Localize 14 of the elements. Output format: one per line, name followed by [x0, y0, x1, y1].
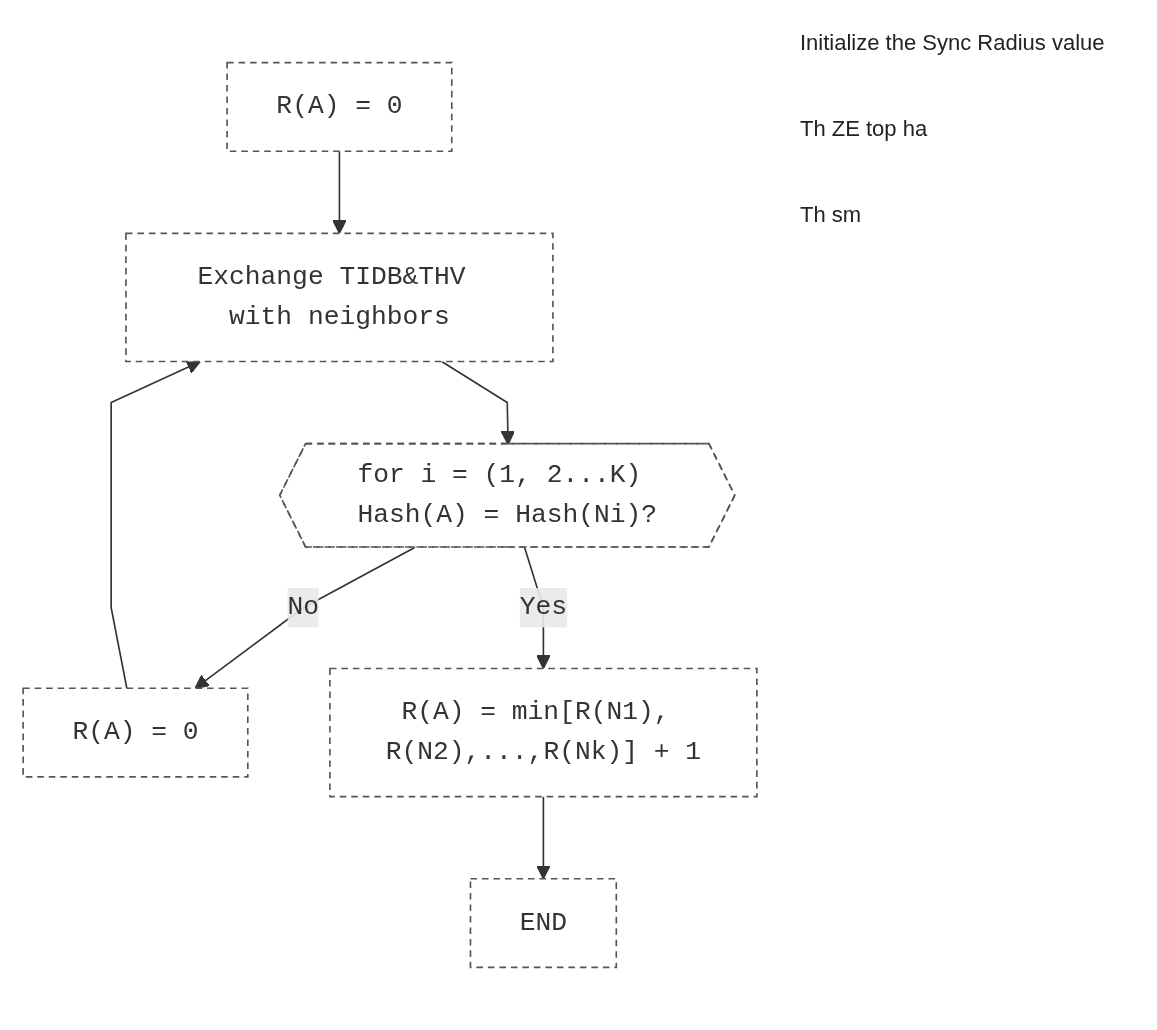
arrow: [110, 360, 201, 690]
node-box: R(A) = 0: [226, 61, 453, 153]
note-text: Th sm: [800, 202, 863, 228]
arrow: [536, 795, 551, 880]
arrow: [194, 547, 416, 689]
node-box: Exchange TIDB&THV with neighbors: [125, 232, 554, 363]
note-text: Th ZE top ha: [800, 116, 929, 142]
node-box: R(A) = min[R(N1), R(N2),...,R(Nk)] + 1: [329, 667, 758, 798]
note-text: Initialize the Sync Radius value: [800, 30, 1106, 56]
node-box: END: [469, 877, 618, 969]
edge-label: No: [287, 593, 320, 623]
arrow: [332, 150, 347, 235]
node-box: R(A) = 0: [22, 687, 249, 778]
edge-label: Yes: [519, 593, 568, 623]
